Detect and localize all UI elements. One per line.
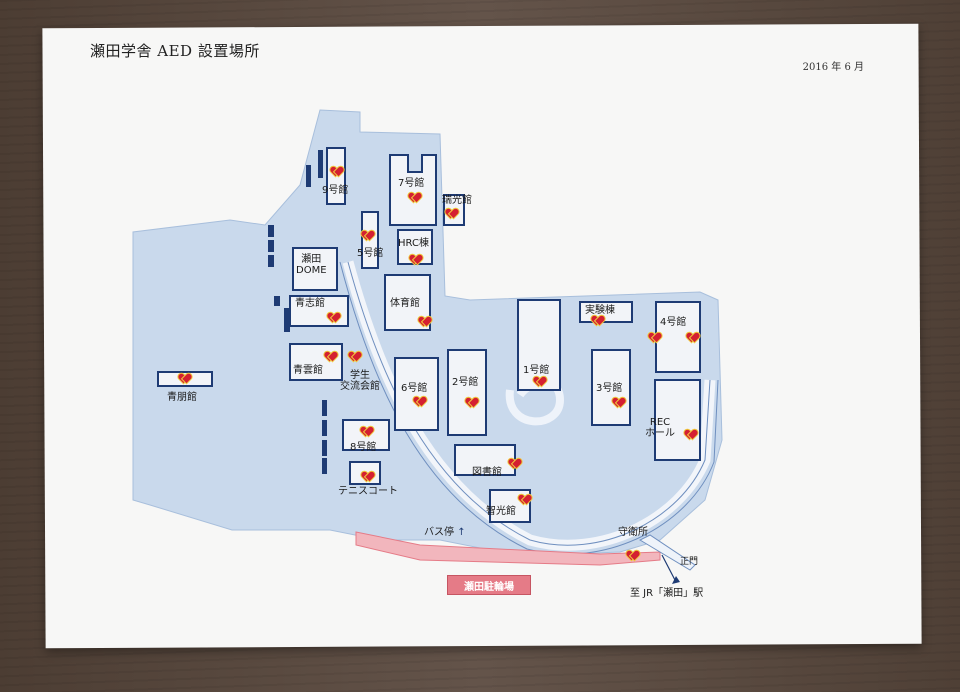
heart-icon (446, 209, 457, 220)
label-b6: 6号館 (401, 383, 428, 394)
parking-label: 瀬田駐輪場 (447, 575, 531, 595)
heart-icon (466, 398, 477, 409)
document-date: 2016 年 6 月 (802, 62, 864, 73)
label-b4: 4号館 (660, 317, 687, 328)
heart-icon (419, 317, 430, 328)
heart-icon (534, 377, 545, 388)
gate-path (638, 534, 696, 571)
label-b1: 1号館 (523, 365, 550, 376)
station-label: 至 JR「瀬田」駅 (630, 588, 704, 599)
label-b8: 8号館 (350, 442, 377, 453)
heart-icon (331, 167, 342, 178)
label-jikken: 実験棟 (585, 305, 615, 316)
document-title: 瀬田学舎 AED 設置場所 (90, 42, 260, 60)
heart-icon (685, 430, 696, 441)
heart-icon (410, 255, 421, 266)
heart-icon (687, 333, 698, 344)
parking-blocks (268, 150, 327, 474)
label-seiho: 青朋館 (167, 392, 197, 403)
heart-icon (649, 333, 660, 344)
label-gym: 体育館 (390, 298, 420, 309)
label-seiun: 青雲館 (293, 365, 323, 376)
main-gate-label: 正門 (680, 557, 699, 567)
heart-icon (627, 551, 638, 562)
heart-icon (179, 374, 190, 385)
label-gakusei: 学生 交流会館 (340, 370, 380, 392)
label-b7: 7号館 (398, 178, 425, 189)
building-shapes (157, 147, 701, 523)
station-arrow (661, 554, 677, 583)
label-rec: REC ホール (645, 417, 675, 439)
heart-icon (409, 193, 420, 204)
heart-icon (414, 397, 425, 408)
label-chiko: 智光館 (486, 506, 516, 517)
parking-strip (355, 531, 661, 566)
label-b5: 5号館 (357, 248, 384, 259)
label-b2: 2号館 (452, 377, 479, 388)
label-b3: 3号館 (596, 383, 623, 394)
label-zuiko: 瑞光館 (442, 195, 472, 206)
heart-icon (362, 231, 373, 242)
label-tosho: 図書館 (472, 467, 502, 478)
label-tennis: テニスコート (338, 486, 398, 497)
heart-icon (325, 352, 336, 363)
bus-stop-label: バス停 ↑ (424, 527, 466, 538)
label-seishi: 青志館 (295, 298, 325, 309)
heart-icon (328, 313, 339, 324)
heart-icon (519, 495, 530, 506)
heart-icon (509, 459, 520, 470)
label-dome: 瀬田 DOME (296, 254, 327, 276)
label-hrc: HRC棟 (398, 238, 429, 249)
heart-icon (613, 398, 624, 409)
label-b9: 9号館 (322, 185, 349, 196)
guard-label: 守衛所 (618, 527, 648, 538)
heart-icon (592, 316, 603, 327)
heart-icon (361, 427, 372, 438)
heart-icon (349, 352, 360, 363)
heart-icon (362, 472, 373, 483)
